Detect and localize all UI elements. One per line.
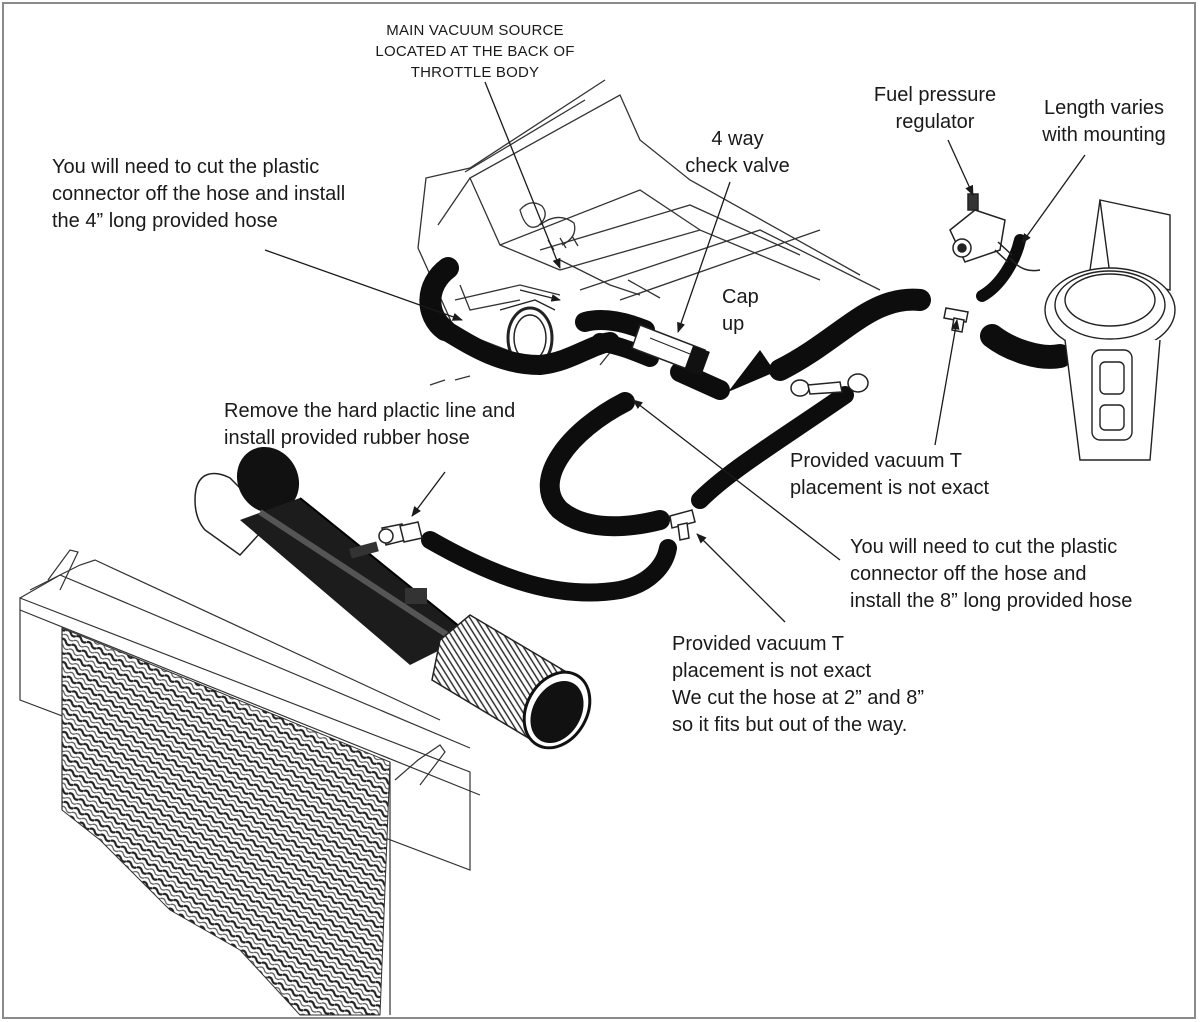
check-valve-line-2: check valve bbox=[685, 155, 790, 177]
length-varies-line-2: with mounting bbox=[1042, 124, 1166, 146]
cut-8in-line-2: connector off the hose and bbox=[850, 563, 1087, 585]
check-valve-label: 4 way check valve bbox=[670, 126, 805, 180]
intake-tube bbox=[194, 446, 592, 750]
vacuum-hoses bbox=[419, 234, 1072, 602]
cap-up-label: Cap up bbox=[722, 284, 759, 338]
cut-8in-line-3: install the 8” long provided hose bbox=[850, 590, 1133, 612]
cap-up-line-2: up bbox=[722, 313, 745, 335]
main-vacuum-line-1: MAIN VACUUM SOURCE bbox=[386, 22, 564, 39]
main-vacuum-label: MAIN VACUUM SOURCE LOCATED AT THE BACK O… bbox=[365, 20, 585, 83]
remove-hard-line-1: Remove the hard plactic line and bbox=[224, 400, 516, 422]
check-valve-line-1: 4 way bbox=[711, 128, 764, 150]
vacuum-t-bottom-line-1: Provided vacuum T bbox=[672, 633, 844, 655]
fuel-regulator-line-2: regulator bbox=[895, 111, 975, 133]
vacuum-t-right-line-1: Provided vacuum T bbox=[790, 450, 962, 472]
cap-up-pointer bbox=[728, 350, 775, 392]
cut-8in-line-1: You will need to cut the plastic bbox=[850, 536, 1118, 558]
remove-hard-line-2: install provided rubber hose bbox=[224, 427, 470, 449]
fuel-pressure-regulator-label: Fuel pressure regulator bbox=[860, 82, 1010, 136]
vacuum-t-bottom-line-4: so it fits but out of the way. bbox=[672, 714, 908, 736]
hose-pointer-arrow bbox=[519, 289, 561, 302]
main-vacuum-line-3: THROTTLE BODY bbox=[410, 64, 540, 81]
cut-8in-hose-label: You will need to cut the plastic connect… bbox=[850, 534, 1132, 615]
cut-4in-hose-label: You will need to cut the plastic connect… bbox=[52, 154, 345, 235]
fuel-pressure-regulator bbox=[949, 193, 1041, 272]
check-valve bbox=[631, 324, 710, 377]
vacuum-t-bottom-label: Provided vacuum T placement is not exact… bbox=[672, 631, 924, 739]
radiator bbox=[19, 549, 481, 1016]
fuel-regulator-line-1: Fuel pressure bbox=[873, 84, 997, 106]
length-varies-line-1: Length varies bbox=[1043, 97, 1165, 119]
cap-up-line-1: Cap bbox=[722, 286, 759, 308]
vacuum-t-bottom-line-3: We cut the hose at 2” and 8” bbox=[672, 687, 925, 709]
vacuum-t-right-label: Provided vacuum T placement is not exact bbox=[790, 448, 989, 502]
cut-4in-line-2: connector off the hose and install bbox=[52, 183, 346, 205]
vacuum-t-right-line-2: placement is not exact bbox=[790, 477, 989, 499]
cut-4in-line-1: You will need to cut the plastic bbox=[52, 156, 320, 178]
air-cleaner-housing bbox=[1044, 199, 1176, 461]
vacuum-t-bottom-line-2: placement is not exact bbox=[672, 660, 871, 682]
cut-4in-line-3: the 4” long provided hose bbox=[52, 210, 278, 232]
remove-hard-line-label: Remove the hard plactic line and install… bbox=[224, 398, 515, 452]
leader-lines bbox=[264, 81, 1086, 623]
main-vacuum-line-2: LOCATED AT THE BACK OF bbox=[375, 43, 575, 60]
vacuum-t-fittings bbox=[669, 307, 969, 541]
intake-vacuum-fitting bbox=[378, 521, 423, 546]
length-varies-label: Length varies with mounting bbox=[1028, 95, 1180, 149]
